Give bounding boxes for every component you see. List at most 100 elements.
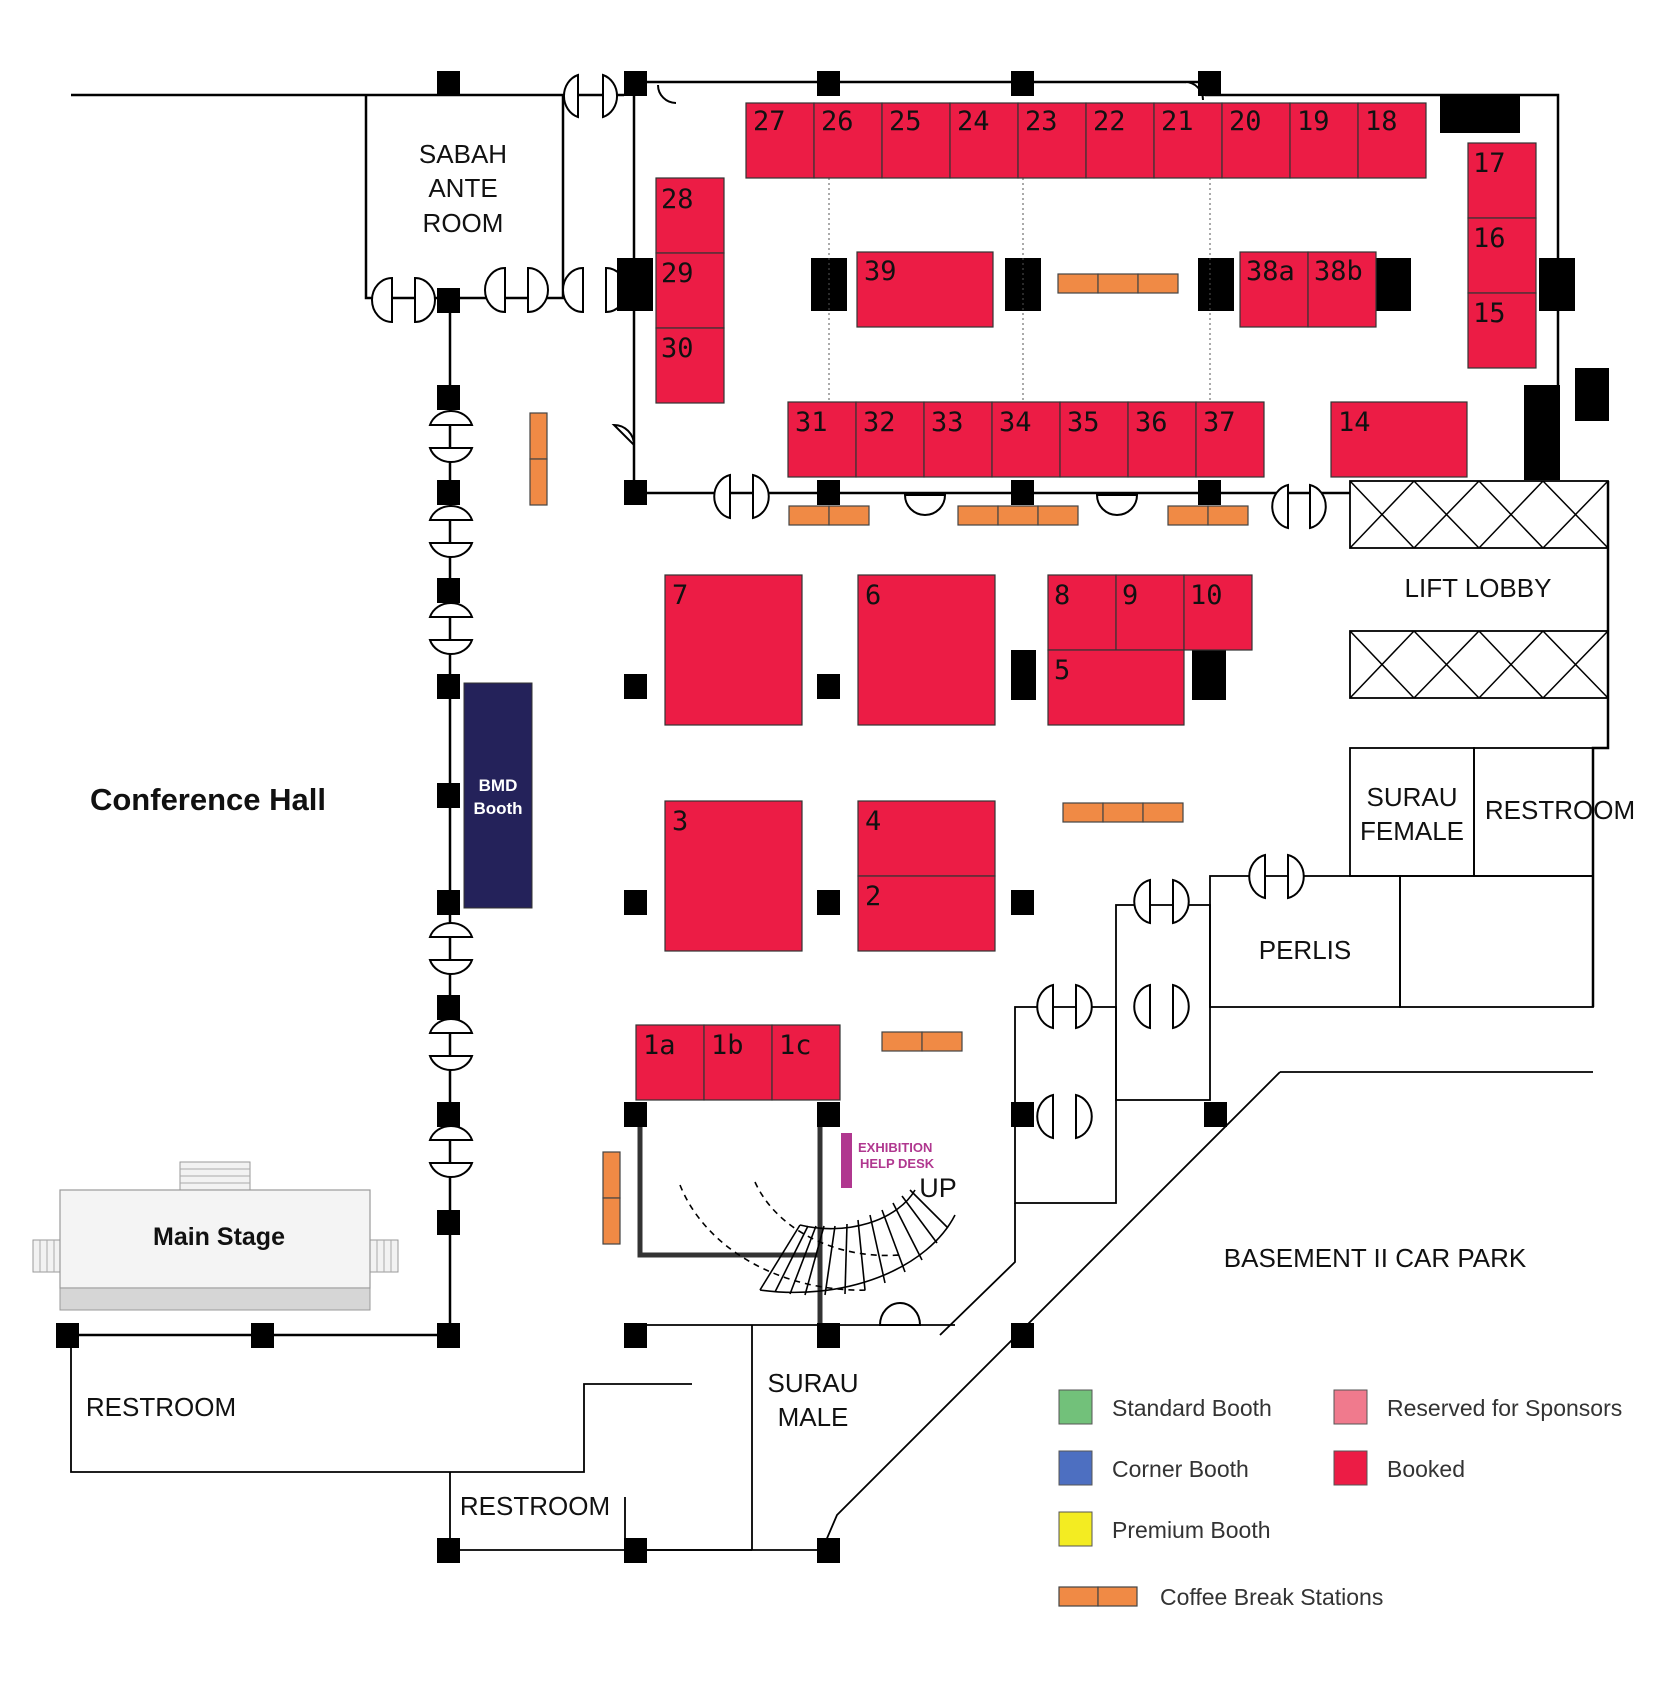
legend-premium-booth: Premium Booth bbox=[1058, 1511, 1271, 1547]
svg-text:18: 18 bbox=[1365, 106, 1398, 137]
legend-standard-booth: Standard Booth bbox=[1058, 1389, 1272, 1425]
svg-text:38b: 38b bbox=[1314, 256, 1363, 287]
booth-8[interactable]: 8 bbox=[1047, 574, 1117, 651]
booth-20[interactable]: 20 bbox=[1221, 102, 1291, 179]
svg-text:37: 37 bbox=[1203, 407, 1236, 438]
svg-text:15: 15 bbox=[1473, 298, 1506, 329]
svg-text:16: 16 bbox=[1473, 223, 1506, 254]
booth-5[interactable]: 5 bbox=[1047, 649, 1185, 726]
svg-text:27: 27 bbox=[753, 106, 786, 137]
bmd-booth[interactable]: BMD Booth bbox=[463, 682, 533, 909]
sabah-ante-room-label: SABAH bbox=[419, 139, 507, 169]
svg-text:BMD: BMD bbox=[479, 776, 518, 795]
svg-text:21: 21 bbox=[1161, 106, 1194, 137]
svg-text:Premium Booth: Premium Booth bbox=[1112, 1517, 1271, 1543]
booth-2[interactable]: 2 bbox=[857, 875, 996, 952]
legend-booked: Booked bbox=[1333, 1450, 1465, 1486]
svg-text:34: 34 bbox=[999, 407, 1032, 438]
svg-text:HELP DESK: HELP DESK bbox=[860, 1156, 935, 1171]
pillars bbox=[56, 71, 1609, 1563]
sabah-ante-room-label-2: ANTE bbox=[428, 173, 497, 203]
svg-text:8: 8 bbox=[1054, 580, 1070, 611]
svg-text:20: 20 bbox=[1229, 106, 1262, 137]
booth-32[interactable]: 32 bbox=[855, 401, 925, 478]
booth-23[interactable]: 23 bbox=[1017, 102, 1087, 179]
booth-4[interactable]: 4 bbox=[857, 800, 996, 877]
booth-16[interactable]: 16 bbox=[1467, 217, 1537, 294]
legend: Standard Booth Corner Booth Premium Boot… bbox=[1058, 1389, 1622, 1610]
booth-7[interactable]: 7 bbox=[664, 574, 803, 726]
booth-17[interactable]: 17 bbox=[1467, 142, 1537, 219]
booth-24[interactable]: 24 bbox=[949, 102, 1019, 179]
booth-28[interactable]: 28 bbox=[655, 177, 725, 254]
doors bbox=[371, 73, 1327, 1326]
svg-text:33: 33 bbox=[931, 407, 964, 438]
legend-reserved-for-sponsors: Reserved for Sponsors bbox=[1333, 1389, 1622, 1425]
booths: 27 26 25 24 23 22 21 20 19 18 17 16 15 2… bbox=[635, 102, 1537, 1101]
booth-36[interactable]: 36 bbox=[1127, 401, 1197, 478]
svg-text:38a: 38a bbox=[1246, 256, 1295, 287]
booth-26[interactable]: 26 bbox=[813, 102, 883, 179]
svg-text:26: 26 bbox=[821, 106, 854, 137]
svg-text:3: 3 bbox=[672, 806, 688, 837]
svg-text:9: 9 bbox=[1122, 580, 1138, 611]
surau-male-label-2: MALE bbox=[778, 1402, 849, 1432]
svg-text:28: 28 bbox=[661, 184, 694, 215]
svg-text:4: 4 bbox=[865, 806, 881, 837]
booth-3[interactable]: 3 bbox=[664, 800, 803, 952]
booth-35[interactable]: 35 bbox=[1059, 401, 1129, 478]
booth-10[interactable]: 10 bbox=[1183, 574, 1253, 651]
basement-car-park-label: BASEMENT II CAR PARK bbox=[1224, 1243, 1527, 1273]
svg-text:32: 32 bbox=[863, 407, 896, 438]
booth-25[interactable]: 25 bbox=[881, 102, 951, 179]
staircase bbox=[679, 1181, 956, 1296]
svg-text:10: 10 bbox=[1190, 580, 1223, 611]
svg-text:39: 39 bbox=[864, 256, 897, 287]
booth-31[interactable]: 31 bbox=[787, 401, 857, 478]
booth-9[interactable]: 9 bbox=[1115, 574, 1185, 651]
svg-text:Standard Booth: Standard Booth bbox=[1112, 1395, 1272, 1421]
svg-text:1c: 1c bbox=[779, 1030, 812, 1061]
booth-27[interactable]: 27 bbox=[745, 102, 815, 179]
svg-text:23: 23 bbox=[1025, 106, 1058, 137]
help-desk[interactable]: EXHIBITION HELP DESK bbox=[841, 1133, 935, 1188]
booth-21[interactable]: 21 bbox=[1153, 102, 1223, 179]
booth-29[interactable]: 29 bbox=[655, 252, 725, 329]
svg-text:5: 5 bbox=[1054, 655, 1070, 686]
booth-1c[interactable]: 1c bbox=[771, 1024, 841, 1101]
svg-text:31: 31 bbox=[795, 407, 828, 438]
surau-male-label: SURAU bbox=[767, 1368, 858, 1398]
booth-6[interactable]: 6 bbox=[857, 574, 996, 726]
booth-19[interactable]: 19 bbox=[1289, 102, 1359, 179]
conference-hall-label: Conference Hall bbox=[90, 782, 326, 817]
booth-38b[interactable]: 38b bbox=[1307, 251, 1377, 328]
svg-text:24: 24 bbox=[957, 106, 990, 137]
perlis-label: PERLIS bbox=[1259, 935, 1352, 965]
booth-39[interactable]: 39 bbox=[856, 251, 994, 328]
svg-text:Reserved for Sponsors: Reserved for Sponsors bbox=[1387, 1395, 1622, 1421]
svg-text:29: 29 bbox=[661, 258, 694, 289]
booth-1b[interactable]: 1b bbox=[703, 1024, 773, 1101]
svg-text:17: 17 bbox=[1473, 148, 1506, 179]
booth-22[interactable]: 22 bbox=[1085, 102, 1155, 179]
connector-lines bbox=[828, 178, 1211, 400]
booth-15[interactable]: 15 bbox=[1467, 292, 1537, 369]
booth-34[interactable]: 34 bbox=[991, 401, 1061, 478]
svg-text:30: 30 bbox=[661, 333, 694, 364]
svg-text:7: 7 bbox=[672, 580, 688, 611]
svg-text:1b: 1b bbox=[711, 1030, 744, 1061]
svg-text:1a: 1a bbox=[643, 1030, 676, 1061]
booth-1a[interactable]: 1a bbox=[635, 1024, 705, 1101]
restroom-right-label: RESTROOM bbox=[1485, 795, 1635, 825]
booth-18[interactable]: 18 bbox=[1357, 102, 1427, 179]
booth-33[interactable]: 33 bbox=[923, 401, 993, 478]
legend-corner-booth: Corner Booth bbox=[1058, 1450, 1249, 1486]
booth-14[interactable]: 14 bbox=[1330, 401, 1468, 478]
restroom-bottom-label: RESTROOM bbox=[460, 1491, 610, 1521]
svg-text:25: 25 bbox=[889, 106, 922, 137]
svg-text:Corner Booth: Corner Booth bbox=[1112, 1456, 1249, 1482]
booth-30[interactable]: 30 bbox=[655, 327, 725, 404]
booth-37[interactable]: 37 bbox=[1195, 401, 1265, 478]
booth-38a[interactable]: 38a bbox=[1239, 251, 1309, 328]
